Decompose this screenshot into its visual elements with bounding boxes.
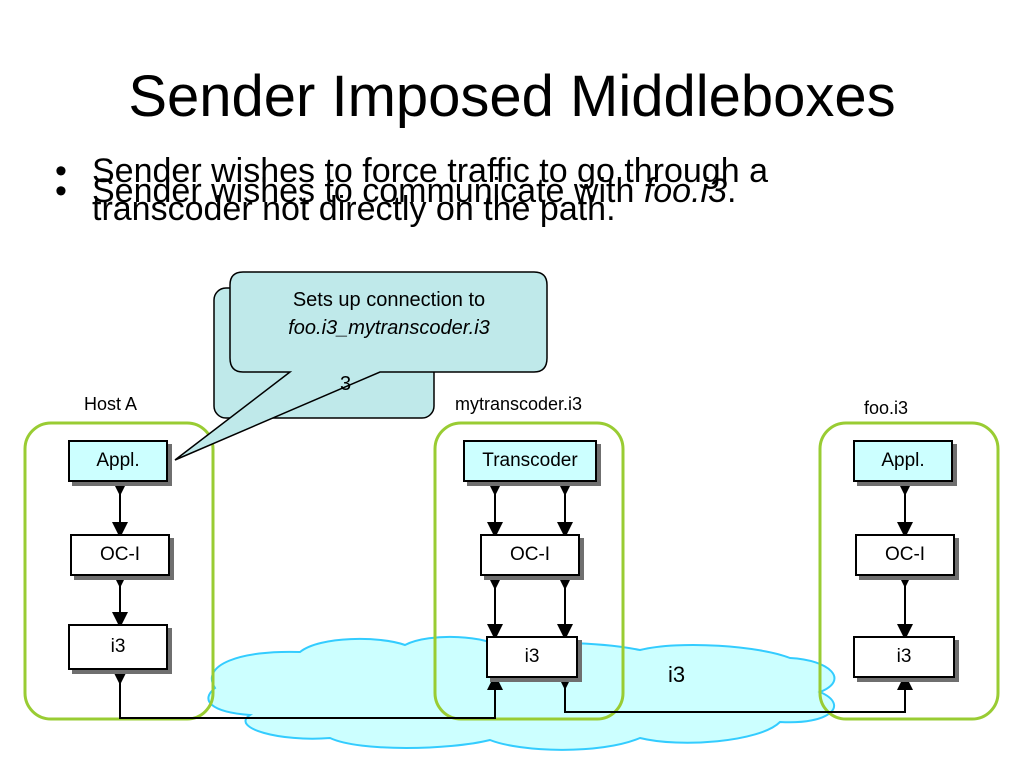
foo-appl-box: Appl. bbox=[853, 440, 953, 482]
foo-oc-box: OC-I bbox=[855, 534, 955, 576]
route-path bbox=[112, 669, 503, 719]
middle-i3-box: i3 bbox=[486, 636, 578, 678]
foo-i3-box: i3 bbox=[853, 636, 955, 678]
bullet-2-suffix: . bbox=[727, 172, 737, 210]
callout-front bbox=[174, 271, 548, 461]
bullet-2-text: Sender wishes to communicate with foo.i3… bbox=[92, 172, 736, 210]
transcoder-box: Transcoder bbox=[463, 440, 597, 482]
foo-label: foo.i3 bbox=[864, 398, 909, 418]
host-a-i3-box: i3 bbox=[68, 624, 168, 670]
host-a-oc-box: OC-I bbox=[70, 534, 170, 576]
middle-oc-box: OC-I bbox=[480, 534, 580, 576]
mytranscoder-container bbox=[433, 421, 625, 721]
bullet-2-prefix: Sender wishes to communicate with bbox=[92, 172, 644, 210]
route-path-2 bbox=[557, 674, 913, 713]
host-a-label: Host A bbox=[84, 394, 138, 414]
bullet-dot: • bbox=[55, 152, 67, 190]
bullet-1-text: Sender wishes to force traffic to go thr… bbox=[92, 152, 768, 228]
slide-title: Sender Imposed Middleboxes bbox=[128, 64, 896, 129]
foo-container bbox=[818, 421, 1000, 721]
callout-line-2: foo.i3_mytranscoder.i3 bbox=[288, 317, 490, 339]
callout-text: Sets up connection to foo.i3_mytranscode… bbox=[232, 286, 546, 342]
bullet-dot: • bbox=[55, 172, 67, 210]
cloud-label: i3 bbox=[668, 662, 686, 687]
mytranscoder-label: mytranscoder.i3 bbox=[455, 394, 583, 414]
callout-line-1: Sets up connection to bbox=[292, 289, 486, 311]
callout-back-fragment: 3 bbox=[340, 373, 352, 395]
host-a-appl-box: Appl. bbox=[68, 440, 168, 482]
bullet-2-italic: foo.i3 bbox=[643, 172, 727, 210]
